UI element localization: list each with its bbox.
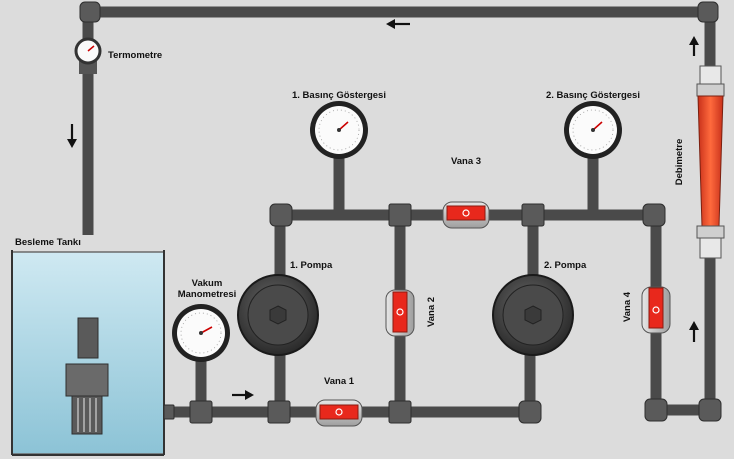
gauge-needle xyxy=(200,326,213,334)
label-vana-2: Vana 2 xyxy=(426,297,437,327)
flowmeter xyxy=(696,65,725,259)
gauge-needle xyxy=(592,121,603,131)
valve-1[interactable] xyxy=(315,399,363,427)
label-basinc-2: 2. Basınç Göstergesi xyxy=(546,90,640,101)
flow-arrows xyxy=(67,19,699,400)
valve-3[interactable] xyxy=(442,201,490,229)
label-besleme-tanki: Besleme Tankı xyxy=(15,237,81,248)
flow-arrow-icon xyxy=(386,19,410,29)
label-manometresi: Manometresi xyxy=(178,289,237,300)
flow-arrow-icon xyxy=(689,36,699,56)
pump-2 xyxy=(492,274,574,356)
valve-handle[interactable] xyxy=(648,287,664,329)
flowmeter-tube xyxy=(697,95,724,227)
pressure-gauge-2 xyxy=(564,101,622,159)
label-pompa-1: 1. Pompa xyxy=(290,260,333,271)
label-termometre: Termometre xyxy=(108,50,162,61)
valve-handle[interactable] xyxy=(319,404,359,420)
pump-1 xyxy=(237,274,319,356)
flow-arrow-icon xyxy=(689,321,699,342)
label-vana-3: Vana 3 xyxy=(451,156,481,167)
flow-arrow-icon xyxy=(232,390,254,400)
label-basinc-1: 1. Basınç Göstergesi xyxy=(292,90,386,101)
label-pompa-2: 2. Pompa xyxy=(544,260,587,271)
valve-handle[interactable] xyxy=(392,291,408,333)
label-vana-4: Vana 4 xyxy=(622,291,633,322)
label-debimetre: Debimetre xyxy=(674,139,685,185)
flow-arrow-icon xyxy=(67,124,77,148)
valve-4[interactable] xyxy=(641,286,671,334)
pipe-fittings xyxy=(79,1,722,424)
valve-handle[interactable] xyxy=(446,205,486,221)
return-pipe xyxy=(82,6,716,235)
valve-2[interactable] xyxy=(385,289,415,337)
label-vakum: Vakum xyxy=(192,278,223,289)
pressure-gauge-1 xyxy=(310,101,368,159)
gauge-needle xyxy=(338,121,349,131)
foot-valve-strainer xyxy=(65,317,109,435)
label-vana-1: Vana 1 xyxy=(324,376,355,387)
thermometer-icon xyxy=(74,37,102,74)
vacuum-gauge xyxy=(172,304,230,362)
